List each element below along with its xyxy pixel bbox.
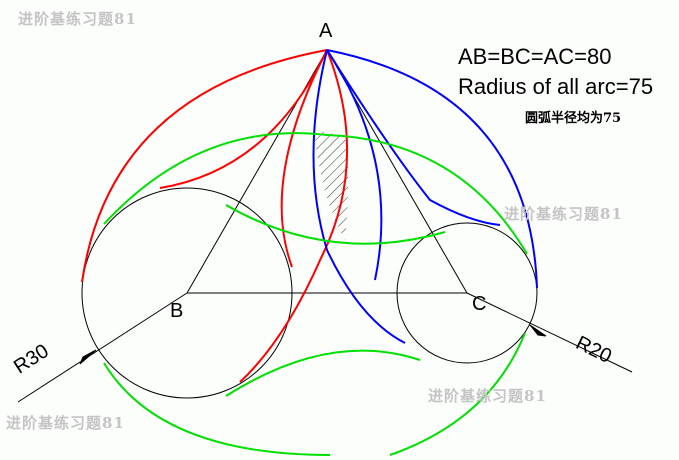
circle-b — [81, 187, 293, 399]
dimension-r30 — [17, 292, 188, 403]
watermark-3: 进阶基练习题81 — [428, 387, 547, 405]
note-radius: Radius of all arc=75 — [458, 74, 654, 99]
label-a: A — [319, 20, 333, 42]
note-radius-cn: 圆弧半径均为75 — [525, 111, 622, 126]
watermark-1: 进阶基练习题81 — [18, 10, 137, 28]
red-arcs — [81, 49, 349, 383]
circle-c — [396, 222, 538, 364]
note-equal-sides: AB=BC=AC=80 — [458, 44, 612, 69]
watermark-2: 进阶基练习题81 — [504, 205, 623, 223]
dimension-r20 — [466, 292, 633, 373]
blue-arcs — [312, 49, 538, 344]
watermark-4: 进阶基练习题81 — [6, 414, 125, 432]
label-b: B — [170, 300, 184, 322]
label-c: C — [472, 293, 487, 315]
hatched-region — [314, 131, 349, 240]
green-arcs — [103, 132, 528, 456]
